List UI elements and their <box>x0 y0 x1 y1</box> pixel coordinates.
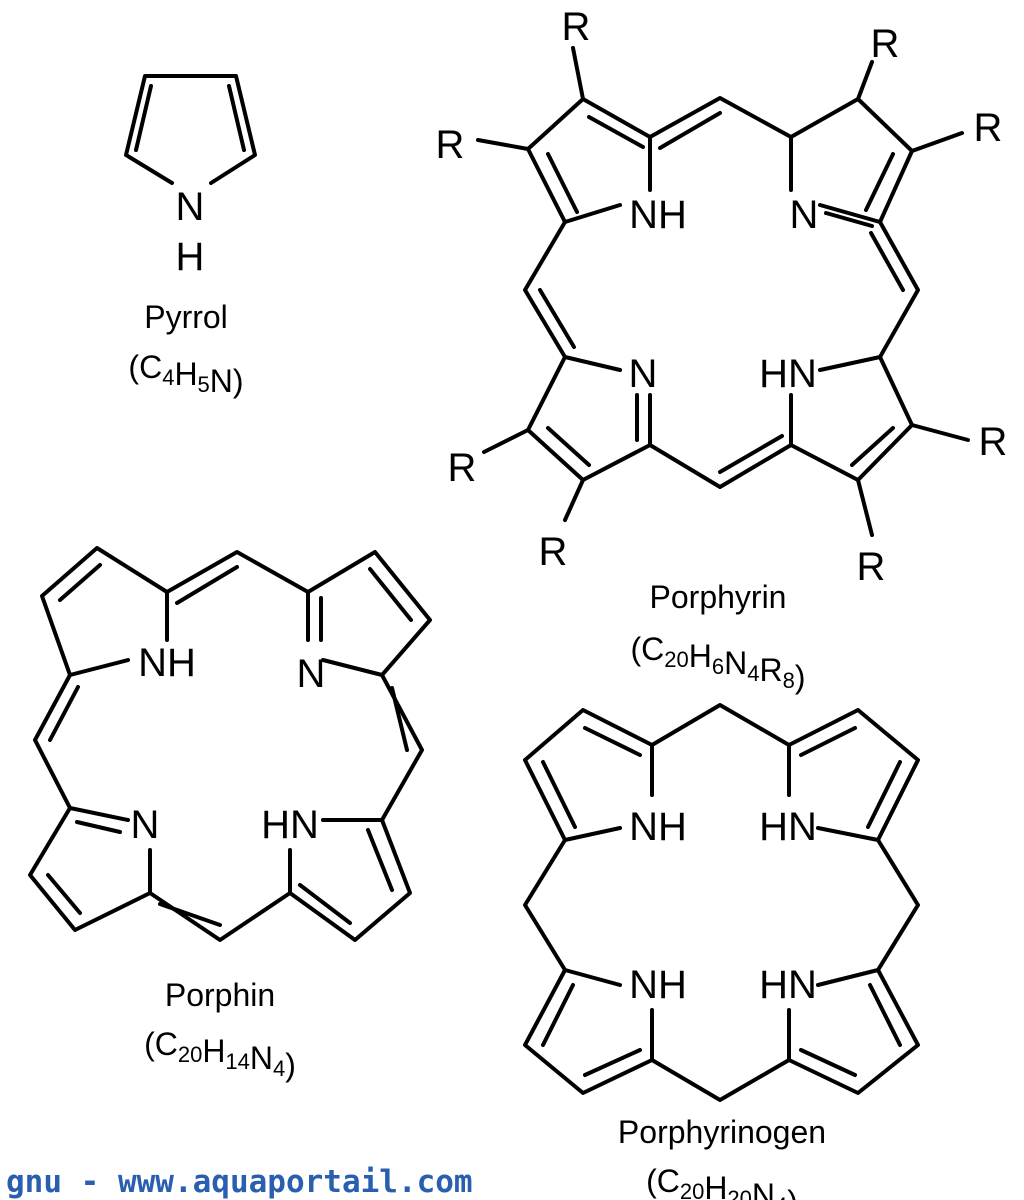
porphyrinogen-atom-hn-bottom-right: HN <box>759 963 817 1007</box>
porphyrinogen-structure: NH HN NH HN Porphyrinogen (C20H20N4) <box>523 703 920 1200</box>
porphyrinogen-atom-nh-top-left: NH <box>629 805 687 849</box>
porphin-meso-right <box>380 673 424 822</box>
porphyrin-double-bond <box>546 426 591 467</box>
porphin-atom-n-top-right: N <box>297 652 326 696</box>
porphyrinogen-meso-top <box>650 703 791 747</box>
porphin-double-bond <box>298 883 352 925</box>
porphyrin-double-bond <box>850 426 895 467</box>
porphin-double-bond <box>175 565 239 605</box>
porphyrinogen-atom-hn-top-right: HN <box>759 805 817 849</box>
pyrrol-double-bond-right <box>227 84 246 152</box>
porphin-atom-hn-bottom-right: HN <box>261 803 319 847</box>
porphyrinogen-double-bond <box>868 983 902 1047</box>
porphyrin-r-bond <box>563 478 585 522</box>
porphyrin-substituent-r: R <box>539 530 568 574</box>
porphyrinogen-meso-right <box>876 838 920 972</box>
porphyrin-r-bond <box>910 423 970 442</box>
porphin-double-bond <box>48 685 80 742</box>
porphin-name: Porphin <box>165 977 275 1013</box>
porphyrinogen-ring-top-left <box>523 708 654 842</box>
porphin-ring-bottom-right <box>288 818 412 942</box>
porphin-atom-n-bottom-left: N <box>131 803 160 847</box>
pyrrol-structure: N H Pyrrol (C4H5N) <box>124 74 257 399</box>
porphyrin-atom-n-bottom-left: N <box>629 352 658 396</box>
porphyrin-double-bond <box>658 111 722 150</box>
porphin-double-bond <box>46 873 82 915</box>
porphyrinogen-double-bond <box>541 983 575 1047</box>
pyrrol-double-bond-left <box>134 84 153 152</box>
porphyrinogen-meso-left <box>523 838 567 972</box>
porphyrin-double-bond <box>824 211 874 228</box>
porphyrin-r-bond <box>910 131 964 153</box>
porphyrin-meso-right <box>878 220 920 359</box>
porphyrin-double-bond <box>538 288 576 349</box>
porphyrin-r-bond <box>856 478 874 537</box>
porphyrinogen-double-bond <box>799 726 857 757</box>
watermark-text: gnu - www.aquaportail.com <box>6 1164 473 1200</box>
porphyrinogen-ring-bottom-right <box>787 968 920 1095</box>
porphin-meso-left <box>33 673 72 810</box>
porphin-double-bond <box>390 686 409 752</box>
pyrrol-formula: (C4H5N) <box>128 349 243 399</box>
porphyrin-substituent-r: R <box>562 5 591 49</box>
porphyrinogen-ring-top-right <box>787 708 920 842</box>
porphyrin-double-bond <box>864 152 895 212</box>
porphin-ring-top-right <box>306 550 432 677</box>
porphyrin-substituent-r: R <box>979 420 1008 464</box>
pyrrol-ring-bonds <box>124 74 257 185</box>
porphin-double-bond <box>366 828 394 892</box>
porphyrinogen-double-bond <box>866 760 902 829</box>
porphyrinogen-ring-bottom-left <box>523 968 654 1095</box>
porphyrin-r-bond <box>571 46 585 101</box>
porphyrin-substituent-r: R <box>974 106 1003 150</box>
porphyrin-formula: (C20H6N4R8) <box>631 631 806 695</box>
porphin-double-bond <box>75 820 122 834</box>
porphin-ring-top-left <box>40 546 169 677</box>
porphyrinogen-atom-nh-bottom-left: NH <box>629 963 687 1007</box>
porphyrin-ring-bottom-left <box>526 355 652 482</box>
porphyrin-r-bond <box>482 428 530 454</box>
porphyrin-atom-nh-top-left: NH <box>629 193 687 237</box>
porphyrin-meso-bottom <box>648 443 793 489</box>
porphyrinogen-double-bond <box>799 1048 857 1077</box>
porphyrin-structure: R R R R R R R R NH N N HN Porphyrin (C20… <box>436 5 1008 695</box>
porphyrinogen-double-bond <box>583 1048 642 1077</box>
porphyrin-atom-n-top-right: N <box>790 193 819 237</box>
porphyrin-r-bond <box>476 138 530 151</box>
porphin-double-bond <box>58 563 102 602</box>
porphyrinogen-double-bond <box>541 760 577 829</box>
porphyrin-substituent-r: R <box>448 446 477 490</box>
porphin-ring-bottom-left <box>28 806 152 932</box>
porphyrin-double-bond <box>869 231 905 292</box>
porphin-atom-nh-top-left: NH <box>138 641 196 685</box>
porphyrin-substituent-r: R <box>857 545 886 589</box>
porphyrinogen-double-bond <box>583 726 642 757</box>
porphin-double-bond <box>158 902 222 927</box>
porphyrin-double-bond <box>718 434 784 474</box>
pyrrol-atom-h: H <box>176 235 205 279</box>
porphyrin-substituent-r: R <box>871 22 900 66</box>
porphyrinogen-meso-bottom <box>650 1058 791 1102</box>
porphyrin-name: Porphyrin <box>650 579 787 615</box>
porphyrin-ring-top-left <box>526 97 652 224</box>
porphyrin-double-bond <box>587 115 645 149</box>
porphin-meso-bottom <box>148 891 292 942</box>
porphin-structure: NH N N HN Porphin (C20H14N4) <box>28 546 432 1083</box>
porphyrin-atom-hn-bottom-right: HN <box>759 352 817 396</box>
pyrrol-name: Pyrrol <box>144 299 228 335</box>
porphyrin-ring-top-right <box>789 97 914 224</box>
porphyrin-r-bond <box>856 60 874 101</box>
pyrrol-atom-n: N <box>176 185 205 229</box>
porphyrin-meso-top <box>648 96 793 139</box>
porphyrinogen-formula: (C20H20N4) <box>646 1163 798 1200</box>
porphyrinogen-name: Porphyrinogen <box>618 1114 826 1150</box>
porphyrin-substituent-r: R <box>436 123 465 167</box>
porphyrin-meso-left <box>523 220 567 359</box>
porphin-meso-top <box>165 550 310 594</box>
porphin-formula: (C20H14N4) <box>144 1026 296 1083</box>
porphin-double-bond <box>368 567 413 622</box>
porphyrin-double-bond <box>546 152 579 214</box>
porphyrin-ring-bottom-right <box>789 355 914 482</box>
